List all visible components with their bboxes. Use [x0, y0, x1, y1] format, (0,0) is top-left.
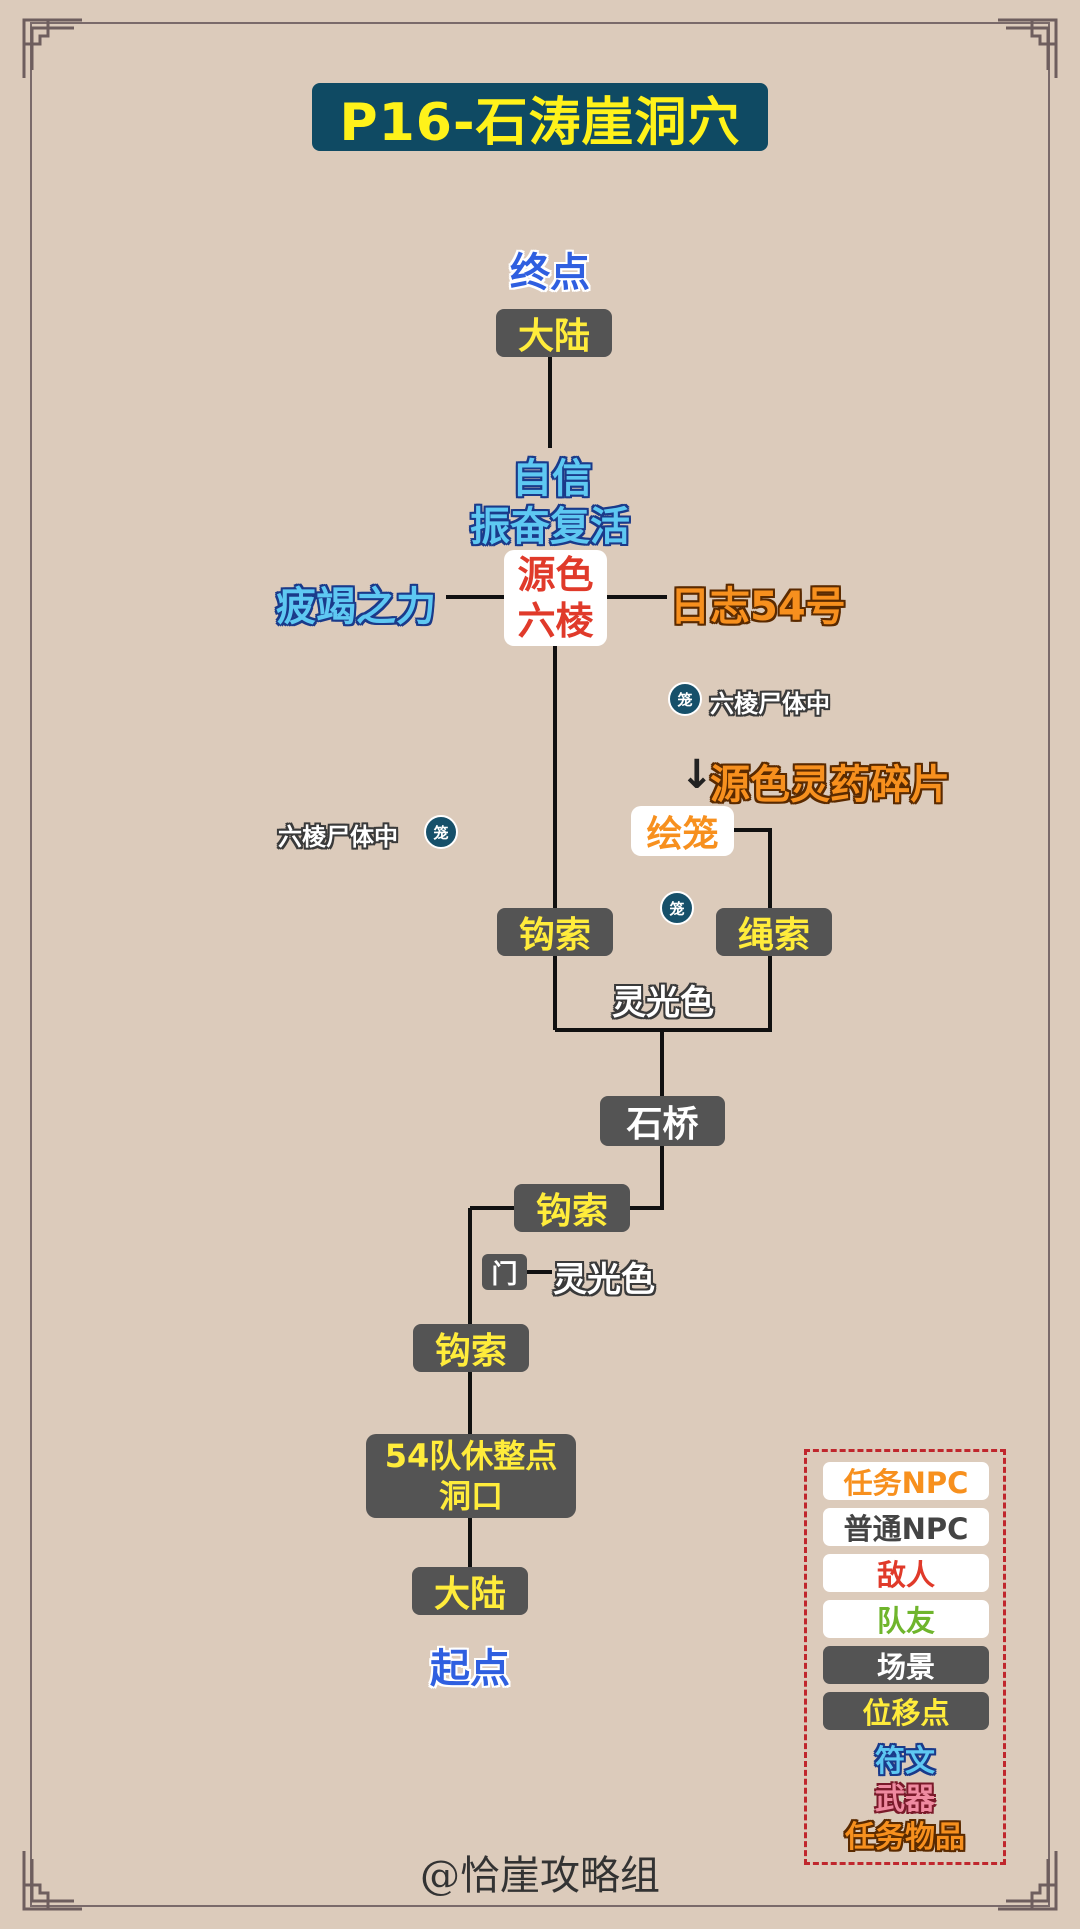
corner-ornament-icon [22, 1851, 82, 1911]
node-hook-top[interactable]: 钩索 [497, 908, 613, 956]
node-hook-low[interactable]: 钩索 [413, 1324, 529, 1372]
legend-teleport: 位移点 [823, 1692, 989, 1730]
rest-point-line1: 54队休整点 [384, 1437, 558, 1475]
legend-normal-npc: 普通NPC [823, 1508, 989, 1546]
map-title-text: P16-石涛崖洞穴 [339, 92, 741, 153]
spirit-color-2: 灵光色 [553, 1260, 655, 1300]
rest-point-line2: 洞口 [438, 1477, 503, 1515]
page-frame [30, 22, 1050, 1907]
legend-quest-item: 任务物品 [845, 1820, 965, 1855]
rune-exhaust-power: 疲竭之力 [276, 584, 436, 630]
corner-ornament-icon [22, 18, 82, 78]
enemy-six-edge[interactable]: 源色 六棱 [504, 550, 607, 646]
legend-scene: 场景 [823, 1646, 989, 1684]
legend: 任务NPC 普通NPC 敌人 队友 场景 位移点 符文 武器 任务物品 [804, 1449, 1006, 1865]
cage-note-right: 六棱尸体中 [710, 690, 830, 718]
node-mainland-bottom[interactable]: 大陆 [412, 1567, 528, 1615]
node-rope[interactable]: 绳索 [716, 908, 832, 956]
rune-revive: 振奋复活 [470, 504, 630, 550]
cage-note-left: 六棱尸体中 [278, 823, 398, 851]
node-hook-mid[interactable]: 钩索 [514, 1184, 630, 1232]
arrow-down-icon: ↓ [680, 752, 714, 798]
quest-item-log54: 日志54号 [670, 584, 846, 630]
start-label: 起点 [430, 1646, 510, 1692]
map-title: P16-石涛崖洞穴 [312, 83, 768, 153]
legend-rune: 符文 [875, 1744, 935, 1779]
legend-teammate: 队友 [823, 1600, 989, 1638]
node-stone-bridge[interactable]: 石桥 [600, 1096, 725, 1146]
footer-credit: @恰崖攻略组 [420, 1853, 660, 1899]
corner-ornament-icon [998, 18, 1058, 78]
cage-icon: 笼 [668, 682, 702, 716]
legend-enemy: 敌人 [823, 1554, 989, 1592]
node-painted-cage[interactable]: 绘笼 [631, 806, 734, 856]
rune-confidence: 自信 [512, 456, 592, 502]
end-label: 终点 [510, 250, 590, 296]
spirit-color-1: 灵光色 [612, 983, 714, 1023]
cage-icon: 笼 [424, 815, 458, 849]
corner-ornament-icon [998, 1851, 1058, 1911]
legend-quest-npc: 任务NPC [823, 1462, 989, 1500]
legend-weapon: 武器 [875, 1782, 935, 1817]
node-rest-point[interactable]: 54队休整点 洞口 [366, 1434, 576, 1518]
line-bridge-to-hook [630, 1145, 664, 1210]
node-mainland-top[interactable]: 大陆 [496, 309, 612, 357]
node-door[interactable]: 门 [482, 1254, 527, 1290]
cage-icon: 笼 [660, 891, 694, 925]
enemy-six-edge-line2: 六棱 [517, 599, 594, 643]
enemy-six-edge-line1: 源色 [517, 553, 594, 597]
quest-item-elixir-fragment: 源色灵药碎片 [710, 762, 950, 808]
